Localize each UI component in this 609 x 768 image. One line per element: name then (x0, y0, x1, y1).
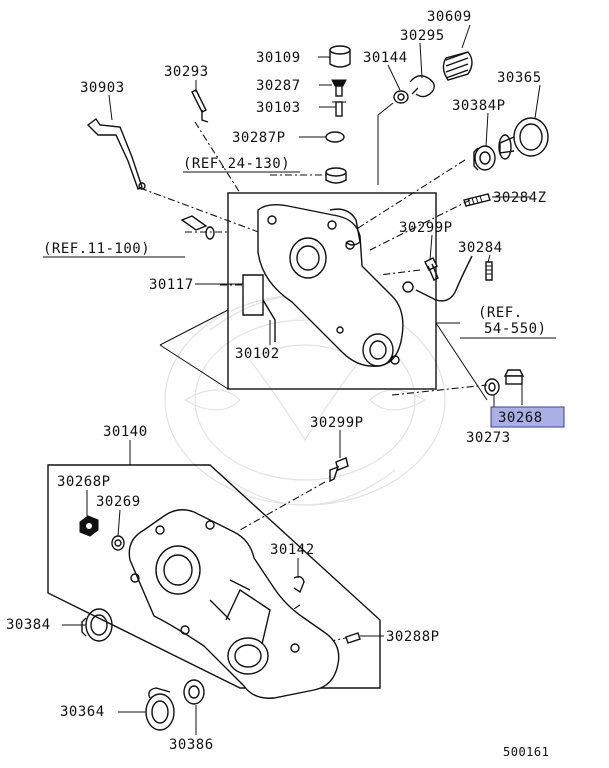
part-30386-bearing (183, 679, 205, 705)
part-30287-plug (331, 79, 347, 97)
part-labels: 30609 30295 30109 30144 30293 30365 3028… (6, 9, 556, 759)
part-30117-cover (257, 203, 404, 367)
label-30268p[interactable]: 30268P (57, 474, 111, 490)
label-30269[interactable]: 30269 (96, 494, 141, 510)
part-30287p-cup (325, 167, 347, 184)
part-30364-seal (145, 687, 175, 731)
label-30287p[interactable]: 30287P (232, 130, 286, 146)
part-30284-stud (485, 261, 493, 281)
part-30142-clip (293, 575, 305, 594)
label-30284z[interactable]: 30284Z (493, 190, 547, 206)
part-30288p-pin (345, 632, 361, 644)
part-30287p-disc (325, 131, 345, 143)
label-30287[interactable]: 30287 (256, 78, 301, 94)
label-30609[interactable]: 30609 (427, 9, 472, 25)
assembly-lines (47, 102, 488, 689)
label-30142[interactable]: 30142 (270, 542, 315, 558)
part-30284z-stud (463, 193, 491, 207)
part-30295-clip (409, 75, 435, 98)
label-30299p-mid[interactable]: 30299P (310, 415, 364, 431)
label-30273[interactable]: 30273 (466, 430, 511, 446)
label-30386[interactable]: 30386 (169, 737, 214, 753)
label-30384[interactable]: 30384 (6, 617, 51, 633)
label-30144[interactable]: 30144 (363, 50, 408, 66)
part-30102-plate (242, 274, 276, 342)
label-30903[interactable]: 30903 (80, 80, 125, 96)
part-harness-cable (402, 255, 473, 302)
label-30384p[interactable]: 30384P (452, 98, 506, 114)
part-30293-bracket (191, 89, 209, 123)
label-30293[interactable]: 30293 (164, 64, 209, 80)
callout-leaders (62, 24, 541, 735)
label-30268-selected[interactable]: 30268 (498, 410, 543, 426)
part-30109-cap (329, 45, 351, 68)
label-30365[interactable]: 30365 (497, 70, 542, 86)
label-30299p-top[interactable]: 30299P (399, 220, 453, 236)
part-30268p-plug (79, 515, 99, 537)
part-30269-washer (111, 535, 125, 551)
ref-54-550-line2[interactable]: 54-550) (484, 321, 547, 337)
label-30117[interactable]: 30117 (149, 277, 194, 293)
label-30364[interactable]: 30364 (60, 704, 105, 720)
label-30284[interactable]: 30284 (458, 240, 503, 256)
part-30384p-bearing (473, 145, 496, 171)
part-30609-spring (442, 51, 473, 81)
label-30288p[interactable]: 30288P (386, 629, 440, 645)
diagram-code: 500161 (503, 745, 549, 759)
part-30299p-bolt-mid (329, 457, 349, 483)
part-30273-washer (484, 378, 500, 396)
selected-part-highlight (490, 406, 565, 428)
part-30268-plug (503, 369, 525, 385)
part-30140-case (128, 509, 340, 699)
label-30103[interactable]: 30103 (256, 100, 301, 116)
label-30109[interactable]: 30109 (256, 50, 301, 66)
label-30295[interactable]: 30295 (400, 28, 445, 44)
part-30365-seal (498, 117, 549, 160)
ref-54-550-line1[interactable]: (REF. (478, 305, 523, 321)
part-30384-bearing (81, 608, 113, 642)
label-30102[interactable]: 30102 (235, 346, 280, 362)
part-reference-clip (180, 215, 215, 240)
part-30144-oring (393, 90, 409, 104)
part-30103-pin (332, 101, 346, 117)
label-30140[interactable]: 30140 (103, 424, 148, 440)
part-30903-lever (86, 117, 146, 190)
ref-24-130[interactable]: (REF.24-130) (183, 156, 290, 172)
ref-11-100[interactable]: (REF.11-100) (43, 241, 150, 257)
